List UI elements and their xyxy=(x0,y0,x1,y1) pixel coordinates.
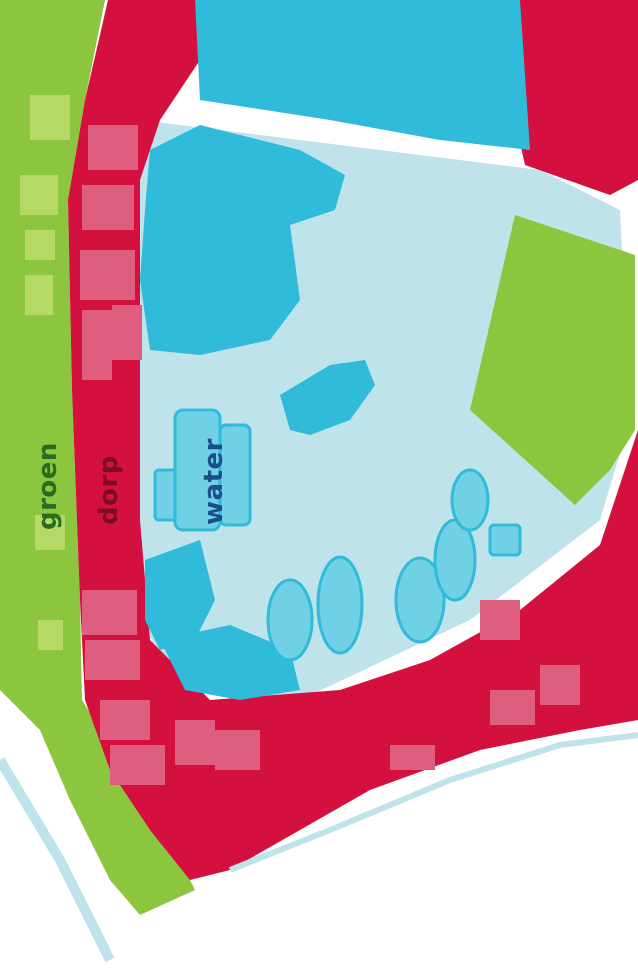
green-zone-right xyxy=(470,215,635,505)
village-zone xyxy=(68,0,638,880)
village-building-blocks xyxy=(80,125,580,785)
village-zone-top-right xyxy=(515,0,638,195)
green-light-blocks xyxy=(20,95,70,650)
water-channel-south xyxy=(0,757,115,963)
water-basin-top xyxy=(195,0,530,150)
water-basin-west-lower xyxy=(145,540,215,650)
water-basin-south xyxy=(160,625,300,700)
label-green: groen xyxy=(33,442,63,530)
label-village: dorp xyxy=(94,455,124,525)
label-water: water xyxy=(199,438,229,525)
water-housing-islands xyxy=(153,408,522,662)
coast-line-south xyxy=(228,732,638,873)
water-basin-east-small xyxy=(280,360,375,435)
water-basin-north xyxy=(140,125,345,355)
green-zone-left xyxy=(0,0,195,915)
